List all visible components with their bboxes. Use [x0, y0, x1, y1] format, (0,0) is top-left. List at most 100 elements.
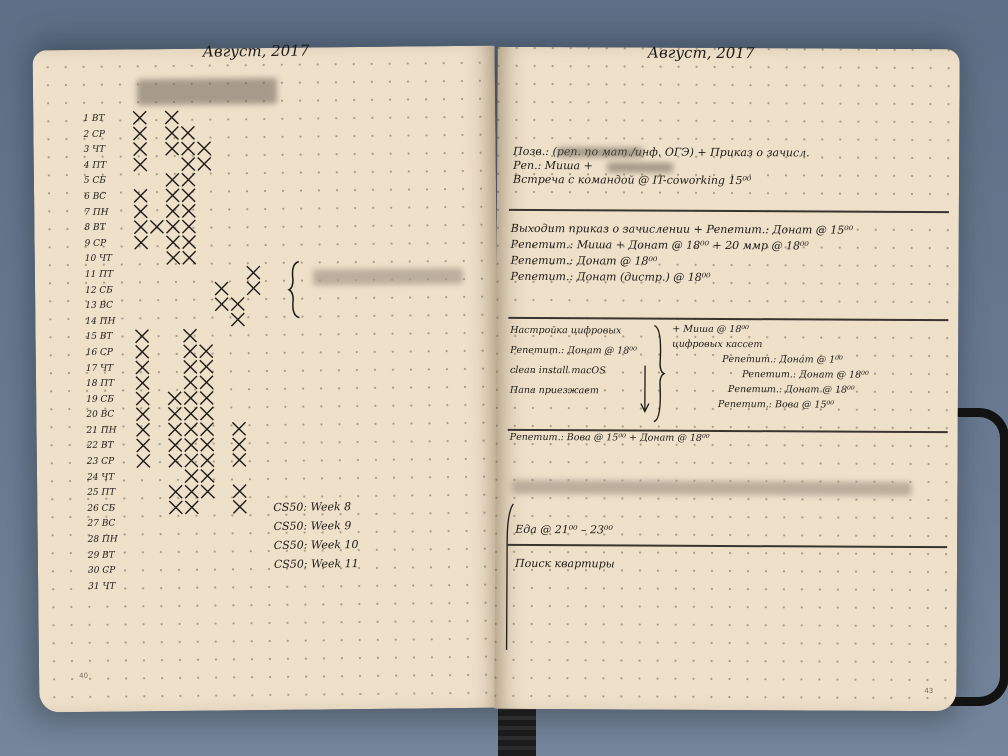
habit-cross-mark: [246, 281, 261, 296]
habit-cross-mark: [133, 141, 148, 157]
habit-cross-mark: [133, 219, 148, 235]
habit-cross-mark: [132, 110, 147, 125]
habit-cross-mark: [181, 219, 196, 234]
habit-cross-mark: [167, 422, 183, 437]
bracket-brace: [287, 260, 300, 319]
day-label: 14 ПН: [85, 316, 116, 327]
habit-cross-mark: [200, 453, 215, 468]
habit-cross-mark: [181, 203, 196, 218]
day-label: 17 ЧТ: [85, 363, 114, 374]
habit-cross-mark: [180, 125, 195, 140]
entry-line: Репетит.: Донат @ 1⁰⁰: [722, 353, 843, 366]
habit-cross-mark: [184, 484, 199, 499]
habit-cross-mark: [182, 250, 197, 265]
habit-cross-mark: [168, 484, 183, 499]
page-number: 40: [79, 671, 89, 680]
entry-line: Папа приезжает: [509, 384, 599, 397]
habit-cross-mark: [197, 141, 212, 156]
day-label: 5 СБ: [83, 176, 107, 187]
habit-cross-mark: [230, 312, 245, 327]
redacted-title: [136, 77, 278, 106]
course-entry: CS50: Week 10: [273, 538, 359, 552]
entry-line: Репетит.: Миша + Донат @ 18⁰⁰ + 20 ммр @…: [510, 237, 809, 253]
day-label: 10 ЧТ: [84, 253, 113, 265]
habit-cross-mark: [184, 437, 199, 452]
section-2: Выходит приказ о зачислении + Репетит.: …: [510, 221, 854, 287]
entry-line: Репетит.: Донат @ 18⁰⁰: [727, 384, 855, 396]
habit-cross-mark: [183, 359, 198, 374]
day-label: 4 ПТ: [83, 160, 107, 171]
habit-cross-mark: [197, 156, 212, 172]
entry-line: Еда @ 21⁰⁰ – 23⁰⁰: [515, 522, 613, 537]
left-page-heading: Август, 2017: [202, 41, 310, 61]
habit-cross-mark: [181, 188, 196, 203]
habit-cross-mark: [183, 422, 199, 437]
habit-cross-mark: [199, 390, 214, 405]
right-page: Август, 2017 Позв.: (реп. по мат./инф. О…: [494, 44, 960, 712]
day-label: 24 ЧТ: [86, 472, 115, 483]
day-label: 15 ВТ: [85, 331, 113, 343]
day-label: 18 ПТ: [85, 378, 115, 389]
habit-cross-mark: [246, 265, 261, 280]
day-label: 12 СБ: [85, 285, 113, 296]
habit-cross-mark: [136, 438, 151, 453]
habit-cross-mark: [232, 499, 247, 514]
habit-cross-mark: [135, 391, 150, 406]
habit-cross-mark: [133, 204, 148, 219]
habit-cross-mark: [182, 328, 198, 343]
habit-cross-mark: [165, 188, 180, 203]
day-label: 11 ПТ: [84, 269, 114, 280]
habit-cross-mark: [149, 219, 164, 234]
entry-line: Репетит.: Донат @ 18⁰⁰: [510, 344, 637, 357]
habit-cross-mark: [134, 329, 150, 344]
entry-line: Выходит приказ о зачислении + Репетит.: …: [510, 221, 854, 237]
habit-cross-mark: [135, 375, 150, 391]
habit-cross-mark: [183, 375, 198, 390]
habit-tracker-grid: [132, 110, 261, 515]
day-label: 8 ВТ: [84, 222, 106, 234]
bracket-brace: [653, 324, 666, 423]
habit-cross-mark: [166, 235, 181, 250]
day-label: 26 СБ: [87, 503, 116, 514]
entry-line: цифровых кассет: [672, 338, 763, 351]
day-label: 3 ЧТ: [83, 144, 106, 156]
habit-cross-mark: [200, 468, 215, 483]
day-label: 22 ВТ: [86, 441, 114, 452]
habit-cross-mark: [199, 422, 215, 437]
entry-line: Репетит.: Донат (дистр.) @ 18⁰⁰: [510, 269, 711, 284]
day-label: 19 СБ: [86, 394, 115, 405]
habit-cross-mark: [164, 110, 179, 125]
elastic-band: [940, 408, 1008, 706]
habit-cross-mark: [165, 204, 180, 219]
habit-cross-mark: [230, 296, 245, 312]
bracket-line: [505, 503, 514, 650]
course-entry: CS50: Week 9: [273, 519, 352, 533]
course-entry: CS50: Week 8: [273, 500, 352, 514]
divider: [508, 208, 949, 213]
habit-cross-mark: [184, 453, 199, 468]
redacted-name: [607, 162, 674, 173]
divider: [508, 316, 949, 321]
day-label: 30 СР: [87, 565, 116, 577]
day-label: 16 СР: [85, 347, 114, 358]
habit-cross-mark: [199, 375, 214, 390]
day-label: 13 ВС: [85, 300, 114, 312]
habit-cross-mark: [135, 407, 150, 422]
habit-cross-mark: [164, 126, 179, 141]
habit-cross-mark: [199, 359, 214, 374]
day-label: 28 ПН: [87, 534, 118, 545]
habit-cross-mark: [136, 453, 151, 469]
habit-cross-mark: [232, 437, 247, 452]
redacted-entry: [511, 479, 912, 496]
habit-cross-mark: [183, 406, 198, 421]
habit-cross-mark: [181, 141, 196, 156]
habit-cross-mark: [200, 437, 215, 452]
day-label: 9 СР: [84, 238, 107, 249]
habit-cross-mark: [200, 484, 215, 499]
day-label: 2 СР: [83, 129, 106, 140]
habit-cross-mark: [167, 391, 182, 406]
habit-cross-mark: [135, 422, 151, 437]
habit-cross-mark: [181, 157, 196, 172]
arrow-down-icon: [640, 365, 650, 414]
